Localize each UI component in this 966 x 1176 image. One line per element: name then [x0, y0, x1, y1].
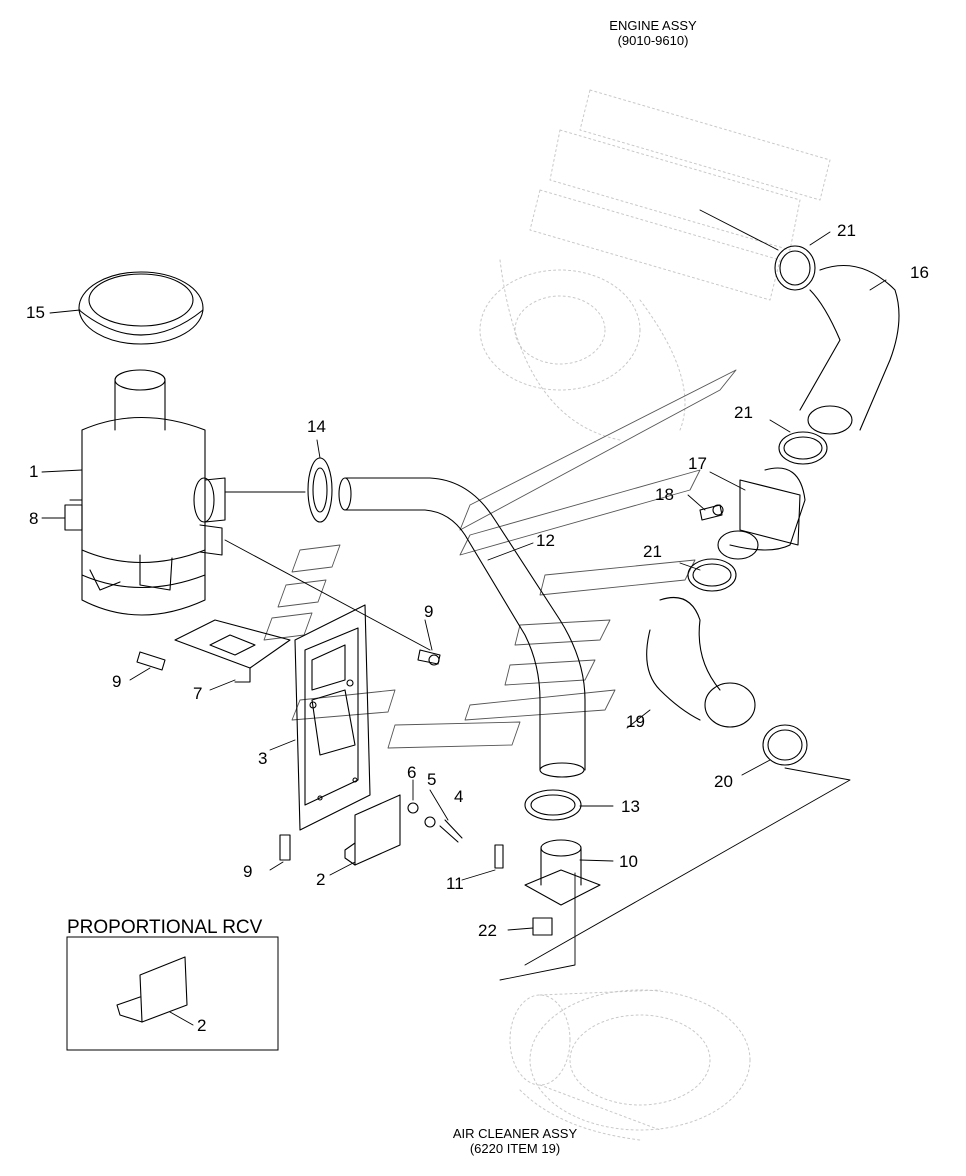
callout-21-lower: 21	[643, 542, 662, 561]
callout-9-lower: 9	[243, 862, 253, 881]
callout-7: 7	[193, 684, 203, 703]
callout-2: 2	[316, 870, 326, 889]
proportional-rcv-title: PROPORTIONAL RCV	[67, 917, 263, 938]
callout-16: 16	[910, 263, 929, 282]
part-13-clamp	[524, 789, 582, 821]
air-cleaner-assy-caption-line2: (6220 ITEM 19)	[469, 1141, 561, 1156]
callout-14: 14	[307, 417, 326, 436]
part-7-bracket	[174, 619, 291, 683]
hose-shading-stripes	[263, 369, 737, 749]
callout-9-center: 9	[424, 602, 434, 621]
callout-3: 3	[258, 749, 268, 768]
inset-bracket	[116, 956, 188, 1023]
engine-assy-caption-line2: (9010-9610)	[617, 33, 689, 48]
part-16-hose	[799, 264, 900, 435]
engine-assy-caption: ENGINE ASSY (9010-9610)	[598, 18, 708, 48]
callout-1: 1	[29, 462, 39, 481]
callout-4: 4	[454, 787, 464, 806]
callout-19: 19	[626, 712, 645, 731]
callout-9-left: 9	[112, 672, 122, 691]
inset-callout-2: 2	[197, 1016, 207, 1035]
fasteners	[136, 649, 504, 869]
callout-8: 8	[29, 509, 39, 528]
engine-assy-ghost	[479, 89, 831, 441]
callout-20: 20	[714, 772, 733, 791]
leader-lines	[41, 209, 887, 1026]
air-cleaner-assy-ghost	[509, 989, 751, 1141]
proportional-rcv-inset-frame	[66, 936, 279, 1051]
part-21-clamps	[687, 245, 828, 766]
callout-5: 5	[427, 770, 437, 789]
air-cleaner-assy-caption-line1: AIR CLEANER ASSY	[452, 1126, 578, 1141]
callout-15: 15	[26, 303, 45, 322]
air-cleaner-assy-caption: AIR CLEANER ASSY (6220 ITEM 19)	[430, 1126, 600, 1156]
callout-21-middle: 21	[734, 403, 753, 422]
part-17-elbow	[717, 467, 806, 560]
callout-6: 6	[407, 763, 417, 782]
part-22-cap	[532, 917, 553, 936]
part-18-bolt	[699, 504, 724, 521]
callout-18: 18	[655, 485, 674, 504]
callout-22: 22	[478, 921, 497, 940]
callout-21-top: 21	[837, 221, 856, 240]
part-12-hose	[338, 477, 586, 778]
part-10-flange	[524, 839, 601, 906]
part-3-bracket	[294, 604, 371, 831]
callout-10: 10	[619, 852, 638, 871]
part-19-hose	[646, 596, 756, 728]
callout-17: 17	[688, 454, 707, 473]
part-2-bracket	[344, 794, 401, 866]
callout-13: 13	[621, 797, 640, 816]
callout-11: 11	[446, 874, 464, 893]
callout-12: 12	[536, 531, 555, 550]
engine-assy-caption-line1: ENGINE ASSY	[609, 18, 697, 33]
part-1-air-cleaner	[64, 369, 226, 616]
part-15-cover	[78, 271, 204, 345]
part-14-gasket	[307, 457, 333, 523]
